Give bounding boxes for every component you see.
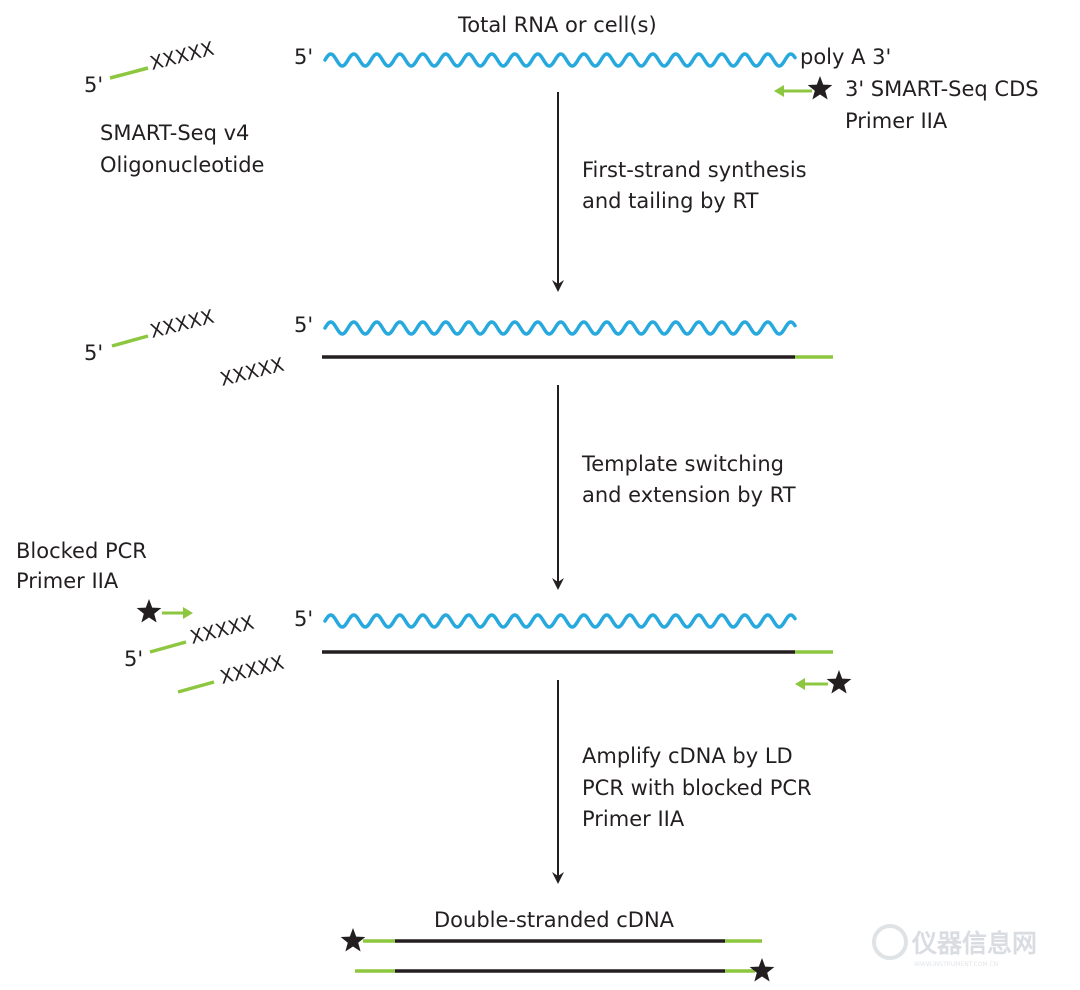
star-icon	[749, 958, 775, 982]
cds-primer-label: 3' SMART-Seq CDS	[845, 77, 1039, 101]
oligo-5prime-label: 5'	[84, 73, 103, 97]
watermark-text: 仪器信息网	[911, 929, 1037, 958]
star-icon	[807, 76, 833, 100]
watermark-logo-icon	[872, 924, 908, 960]
star-icon	[136, 599, 162, 623]
step-3-line-2: PCR with blocked PCR	[582, 776, 812, 800]
template-switch-line	[177, 680, 215, 694]
rna-5prime-label: 5'	[294, 45, 313, 69]
reverse-primer-arrowhead	[795, 678, 805, 690]
step-2-line-2: and extension by RT	[582, 483, 796, 507]
blocked-primer-arrowhead	[183, 607, 193, 619]
step-2-line-1: Template switching	[581, 452, 784, 476]
top-title: Total RNA or cell(s)	[457, 13, 657, 37]
oligo-tag: XXXXX	[148, 38, 216, 75]
oligo-5prime-label: 5'	[84, 341, 103, 365]
watermark: 仪器信息网 WWW.INSTRUMENT.COM.CN	[872, 924, 1037, 968]
star-icon	[340, 928, 366, 952]
rna-strand	[323, 320, 797, 336]
watermark-subtext: WWW.INSTRUMENT.COM.CN	[914, 961, 998, 968]
step-3-line-1: Amplify cDNA by LD	[582, 744, 793, 768]
blocked-primer-label-2: Primer IIA	[16, 569, 119, 593]
final-label: Double-stranded cDNA	[434, 908, 675, 932]
rna-5prime-label: 5'	[294, 607, 313, 631]
oligo-label: SMART-Seq v4	[100, 121, 249, 145]
cdna-tail-tag: XXXXX	[218, 354, 286, 391]
rna-5prime-label: 5'	[294, 313, 313, 337]
step-1-line-1: First-strand synthesis	[582, 158, 807, 182]
cds-primer-arrowhead	[774, 85, 784, 97]
poly-a-label: poly A 3'	[800, 45, 891, 69]
template-switch-tag: XXXXX	[218, 652, 286, 689]
rna-strand	[323, 613, 797, 629]
step-3-line-3: Primer IIA	[582, 807, 685, 831]
cds-primer-label-2: Primer IIA	[845, 109, 948, 133]
blocked-primer-label: Blocked PCR	[16, 539, 147, 563]
oligo-5prime-label: 5'	[124, 647, 143, 671]
star-icon	[826, 670, 852, 694]
rna-strand	[323, 52, 797, 68]
oligo-line	[111, 334, 149, 348]
step-1-line-2: and tailing by RT	[582, 189, 759, 213]
oligo-tag: XXXXX	[148, 306, 216, 343]
oligo-tag: XXXXX	[188, 612, 256, 649]
oligo-line	[149, 640, 187, 654]
oligo-line	[109, 66, 149, 80]
oligo-label-2: Oligonucleotide	[100, 153, 264, 177]
